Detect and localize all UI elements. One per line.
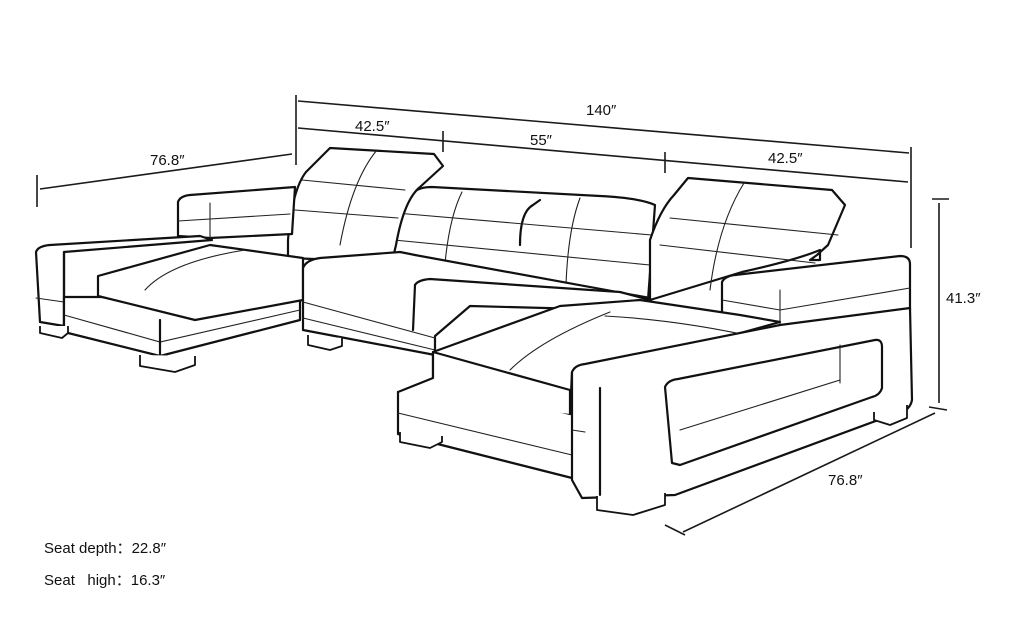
dim-line-right-depth	[682, 412, 936, 533]
spec-seat-height: Seat high：16.3″	[44, 569, 165, 590]
dim-tick-height-bottom	[928, 406, 948, 411]
label-left-chaise-depth: 76.8″	[150, 152, 185, 169]
label-right-section-width: 42.5″	[768, 150, 803, 167]
dim-line-left-depth	[39, 153, 293, 190]
label-right-chaise-depth: 76.8″	[828, 472, 863, 489]
right-backrest	[648, 176, 847, 302]
spec-seat-depth: Seat depth：22.8″	[44, 537, 166, 558]
label-height: 41.3″	[946, 290, 981, 307]
dimension-lines	[36, 95, 949, 536]
dim-line-sections	[297, 127, 909, 183]
dim-tick-right-depth-bottom	[664, 524, 686, 536]
left-chaise	[34, 234, 305, 358]
middle-seat	[301, 250, 652, 357]
dim-line-overall-width	[297, 100, 910, 154]
right-chaise	[396, 298, 914, 500]
label-left-section-width: 42.5″	[355, 118, 390, 135]
spec-seat-depth-value: 22.8″	[131, 540, 167, 557]
sofa-legs	[39, 326, 908, 516]
spec-seat-height-label: Seat high：	[44, 572, 131, 589]
spec-seat-height-value: 16.3″	[130, 572, 166, 589]
sofa-drawing	[34, 146, 914, 516]
label-middle-section-width: 55″	[530, 132, 553, 149]
label-overall-width: 140″	[586, 102, 617, 119]
left-armrest-back	[176, 185, 297, 240]
spec-seat-depth-label: Seat depth：	[44, 540, 132, 557]
